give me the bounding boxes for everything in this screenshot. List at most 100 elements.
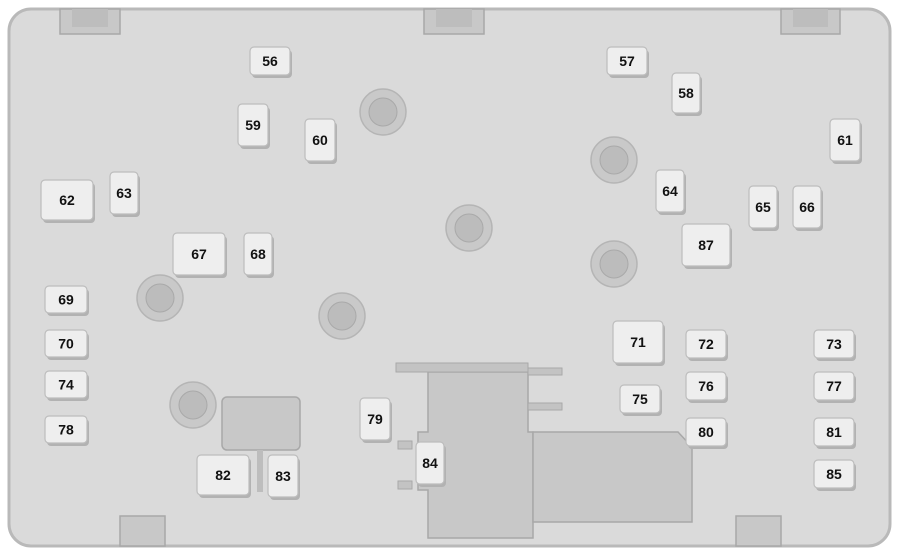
fuse-label: 66 bbox=[799, 199, 815, 215]
top-clip-inner bbox=[793, 9, 828, 27]
fuse-body bbox=[44, 415, 88, 444]
fuse-label: 64 bbox=[662, 183, 678, 199]
fuse-label: 72 bbox=[698, 336, 714, 352]
connector-pin bbox=[397, 440, 413, 450]
fuse-body bbox=[415, 441, 445, 485]
fuse-label: 73 bbox=[826, 336, 842, 352]
fuse-label: 83 bbox=[275, 468, 291, 484]
fuse-78: 78 bbox=[44, 415, 89, 446]
connector-rail bbox=[395, 362, 529, 373]
mounting-bolt-center bbox=[599, 249, 629, 279]
fuse-body bbox=[44, 329, 88, 358]
fuse-80: 80 bbox=[685, 417, 728, 449]
fuse-body bbox=[813, 417, 855, 447]
fuse-body bbox=[685, 417, 727, 447]
fuse-70: 70 bbox=[44, 329, 89, 360]
fuse-body bbox=[40, 179, 94, 221]
fuse-body bbox=[748, 185, 778, 229]
fuse-body bbox=[359, 397, 391, 441]
fuse-84: 84 bbox=[415, 441, 446, 487]
fuse-73: 73 bbox=[813, 329, 856, 361]
fuse-76: 76 bbox=[685, 371, 728, 403]
fuse-label: 80 bbox=[698, 424, 714, 440]
fuse-label: 61 bbox=[837, 132, 853, 148]
fuse-label: 65 bbox=[755, 199, 771, 215]
fuse-label: 59 bbox=[245, 117, 261, 133]
fuse-label: 77 bbox=[826, 378, 842, 394]
fuse-label: 87 bbox=[698, 237, 714, 253]
fuse-63: 63 bbox=[109, 171, 140, 217]
fuse-77: 77 bbox=[813, 371, 856, 403]
fuse-74: 74 bbox=[44, 370, 89, 401]
fuse-71: 71 bbox=[612, 320, 665, 366]
fuse-66: 66 bbox=[792, 185, 823, 231]
fuse-61: 61 bbox=[829, 118, 862, 164]
fuse-label: 78 bbox=[58, 422, 74, 438]
fuse-79: 79 bbox=[359, 397, 392, 443]
fuse-label: 58 bbox=[678, 85, 694, 101]
mounting-bolt-center bbox=[368, 97, 398, 127]
fuse-label: 81 bbox=[826, 424, 842, 440]
fuse-body bbox=[655, 169, 685, 213]
fuse-body bbox=[813, 371, 855, 401]
mounting-bolt-center bbox=[599, 145, 629, 175]
fuse-body bbox=[829, 118, 861, 162]
fuse-label: 57 bbox=[619, 53, 635, 69]
mounting-bolt-center bbox=[145, 283, 175, 313]
relay-leg bbox=[257, 450, 263, 492]
fuse-label: 76 bbox=[698, 378, 714, 394]
fuse-87: 87 bbox=[681, 223, 732, 269]
mounting-bolt-center bbox=[327, 301, 357, 331]
mounting-bolt-center bbox=[178, 390, 208, 420]
fuse-57: 57 bbox=[606, 46, 649, 78]
relay-block bbox=[221, 396, 301, 451]
top-clip-inner bbox=[72, 9, 108, 27]
fuse-body bbox=[619, 384, 661, 414]
connector-tab bbox=[527, 367, 563, 376]
fuse-label: 63 bbox=[116, 185, 132, 201]
fuse-body bbox=[813, 459, 855, 489]
fuse-85: 85 bbox=[813, 459, 856, 491]
fuse-label: 74 bbox=[58, 377, 74, 393]
fuse-label: 82 bbox=[215, 467, 231, 483]
fuse-body bbox=[109, 171, 139, 215]
fuse-69: 69 bbox=[44, 285, 89, 316]
fuse-label: 56 bbox=[262, 53, 278, 69]
fuse-label: 60 bbox=[312, 132, 328, 148]
fuse-59: 59 bbox=[237, 103, 270, 149]
fuse-65: 65 bbox=[748, 185, 779, 231]
fuse-label: 62 bbox=[59, 192, 75, 208]
top-clip-inner bbox=[436, 9, 472, 27]
mounting-bolt-center bbox=[454, 213, 484, 243]
bottom-clip bbox=[119, 515, 166, 547]
fuse-72: 72 bbox=[685, 329, 728, 361]
fuse-label: 85 bbox=[826, 466, 842, 482]
fuse-body bbox=[44, 370, 88, 399]
connector-housing bbox=[417, 371, 534, 539]
fuse-label: 79 bbox=[367, 411, 383, 427]
fuse-56: 56 bbox=[249, 46, 292, 78]
fuse-label: 69 bbox=[58, 292, 74, 308]
fuse-label: 70 bbox=[58, 336, 74, 352]
fuse-body bbox=[813, 329, 855, 359]
fuse-82: 82 bbox=[196, 454, 251, 498]
fuse-label: 68 bbox=[250, 246, 266, 262]
fuse-58: 58 bbox=[671, 72, 702, 116]
fuse-68: 68 bbox=[243, 232, 274, 278]
fuse-label: 71 bbox=[630, 334, 646, 350]
fuse-64: 64 bbox=[655, 169, 686, 215]
fuse-67: 67 bbox=[172, 232, 227, 278]
fuse-label: 67 bbox=[191, 246, 207, 262]
fuse-body bbox=[172, 232, 226, 276]
fuse-label: 84 bbox=[422, 455, 438, 471]
fuse-83: 83 bbox=[267, 454, 300, 500]
connector-pin bbox=[397, 480, 413, 490]
fuse-body bbox=[792, 185, 822, 229]
fuse-60: 60 bbox=[304, 118, 337, 164]
fuse-body bbox=[267, 454, 299, 498]
fuse-81: 81 bbox=[813, 417, 856, 449]
fuse-body bbox=[44, 285, 88, 314]
fuse-body bbox=[249, 46, 291, 76]
fuse-body bbox=[304, 118, 336, 162]
